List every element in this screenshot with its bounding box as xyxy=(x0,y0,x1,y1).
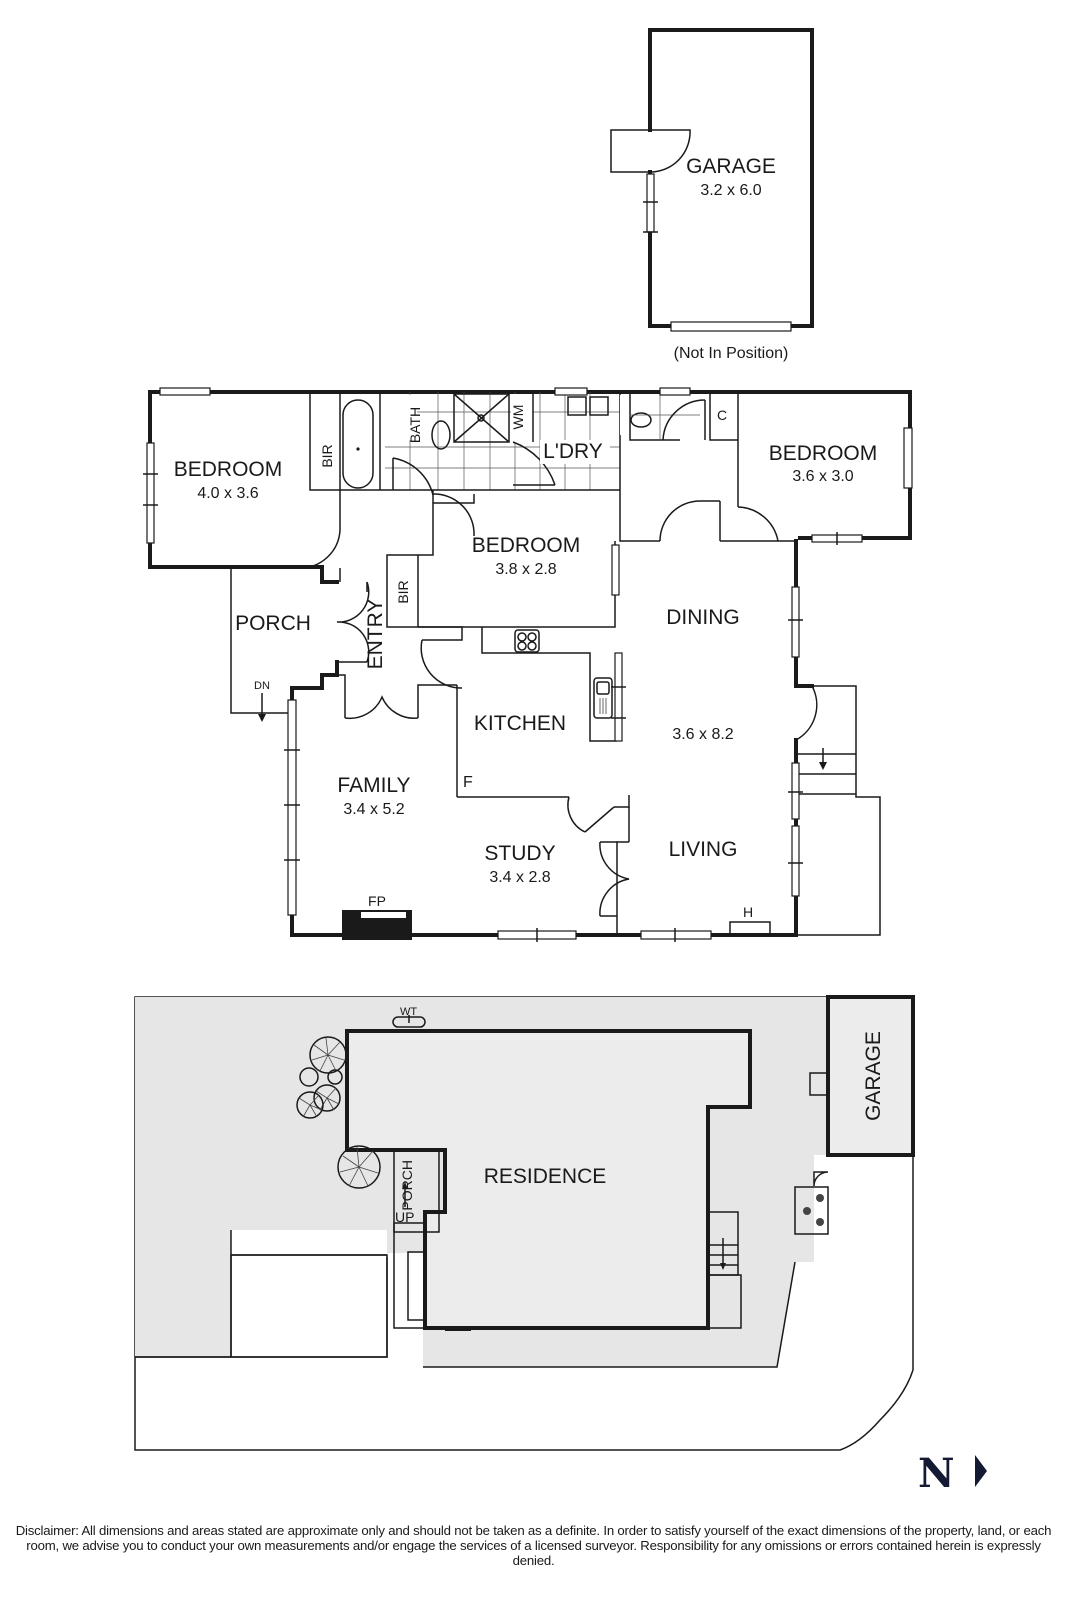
bedroom-east-label: BEDROOM xyxy=(769,442,878,465)
bedroom-east-dimensions: 3.6 x 3.0 xyxy=(792,468,853,485)
disclaimer-text: Disclaimer: All dimensions and areas sta… xyxy=(15,1523,1052,1568)
site-garage-label: GARAGE xyxy=(862,1031,885,1121)
family-dimensions: 3.4 x 5.2 xyxy=(343,801,404,818)
garage-dimensions: 3.2 x 6.0 xyxy=(700,182,761,199)
kitchen-label: KITCHEN xyxy=(474,712,566,735)
study-dimensions: 3.4 x 2.8 xyxy=(489,869,550,886)
porch-label: PORCH xyxy=(235,612,311,635)
water-tank-label: WT xyxy=(400,1006,417,1018)
bir-center-label: BIR xyxy=(395,580,411,603)
bedroom-west-dimensions: 4.0 x 3.6 xyxy=(197,485,258,502)
porch: PORCH DN xyxy=(230,567,370,722)
bir-west-label: BIR xyxy=(319,444,335,467)
bedroom-center-dimensions: 3.8 x 2.8 xyxy=(495,561,556,578)
cupboard-label: C xyxy=(717,407,727,423)
site-plan: RESIDENCE PORCH UP WT GARAGE xyxy=(134,995,915,1451)
east-stairs xyxy=(796,685,881,936)
detached-garage: GARAGE 3.2 x 6.0 (Not In Position) xyxy=(610,28,814,362)
wm-label: WM xyxy=(510,405,526,430)
dining-label: DINING xyxy=(666,606,740,629)
kitchen: KITCHEN F xyxy=(463,627,626,791)
dining-living-dimensions: 3.6 x 8.2 xyxy=(672,726,733,743)
bedroom-center-label: BEDROOM xyxy=(472,534,581,557)
bedroom-west-label: BEDROOM xyxy=(174,458,283,481)
garage-position-note: (Not In Position) xyxy=(674,345,789,362)
garage-label: GARAGE xyxy=(686,155,776,178)
north-label: N xyxy=(918,1450,955,1497)
living-label: LIVING xyxy=(669,838,738,861)
family-label: FAMILY xyxy=(337,774,410,797)
fridge-label: F xyxy=(463,774,473,791)
fireplace-label: FP xyxy=(368,893,386,909)
site-porch-label: PORCH xyxy=(399,1160,415,1211)
entry-label: ENTRY xyxy=(364,599,387,670)
bath-label: BATH xyxy=(407,407,423,443)
tree-icons xyxy=(296,1036,381,1189)
heater-label: H xyxy=(743,904,753,920)
porch-stair-label: DN xyxy=(254,680,270,692)
stair-up-label: UP xyxy=(395,1209,414,1225)
residence-label: RESIDENCE xyxy=(484,1165,607,1188)
house-floorplan: BIR BATH WM xyxy=(143,387,913,942)
laundry-label: L'DRY xyxy=(543,440,603,463)
study-label: STUDY xyxy=(484,842,555,865)
north-arrow-icon xyxy=(975,1455,987,1487)
